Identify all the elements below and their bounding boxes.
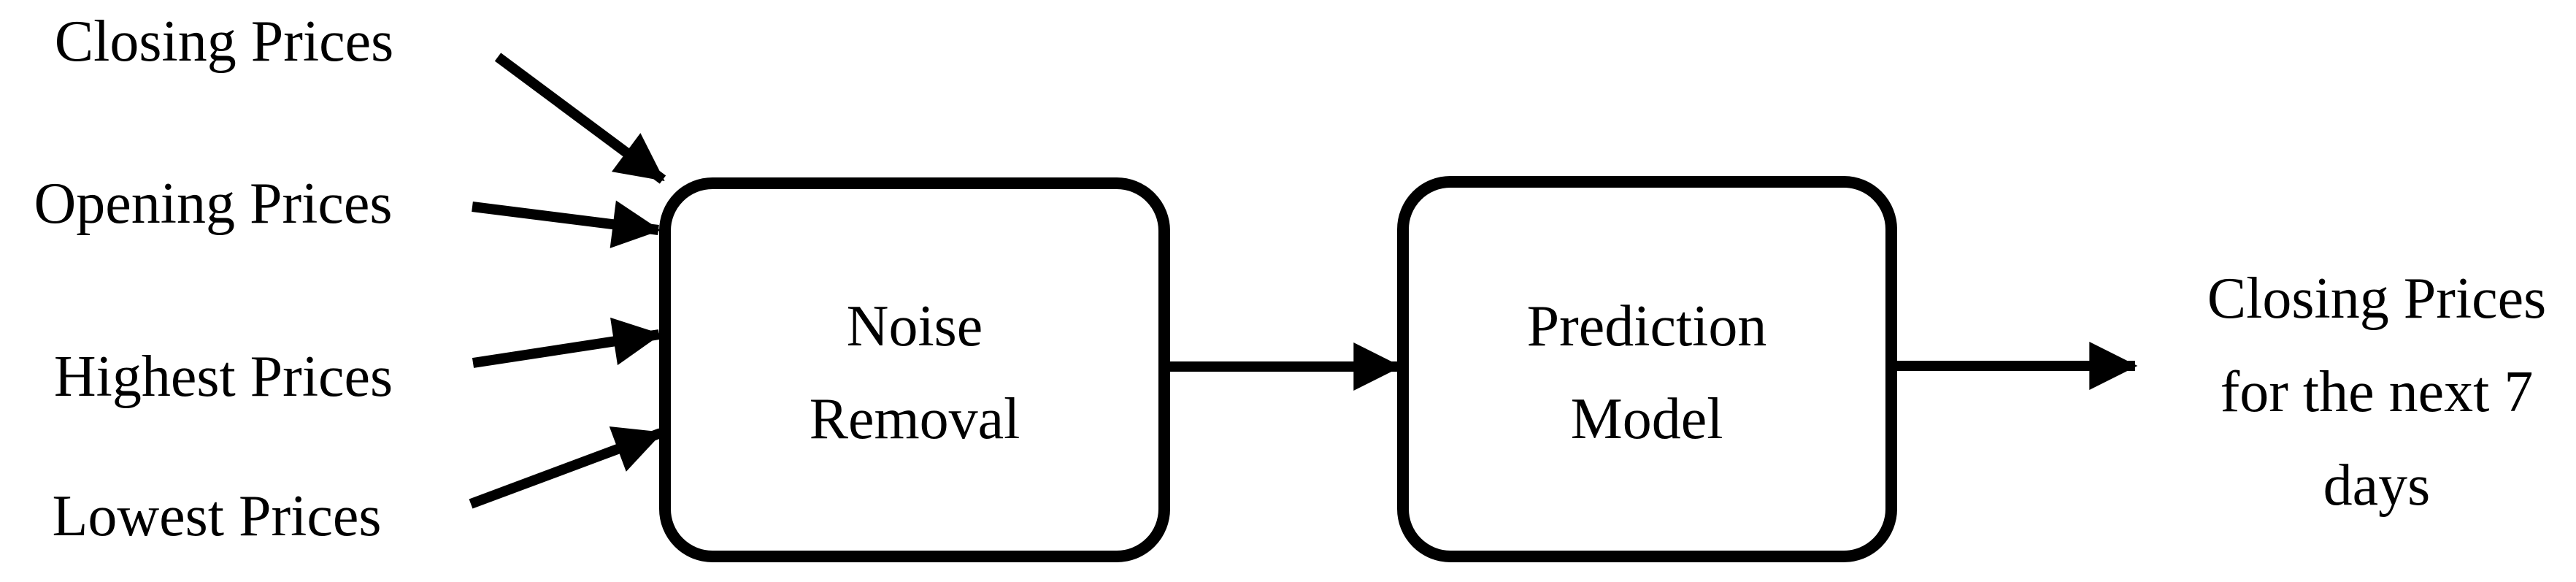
- input-label-lowest-prices: Lowest Prices: [52, 484, 381, 548]
- noise-removal-label-line2: Removal: [810, 387, 1020, 451]
- prediction-model-label-line2: Model: [1571, 387, 1723, 451]
- prediction-model-box: [1397, 176, 1897, 562]
- noise-removal-box: [659, 177, 1170, 562]
- output-label-line1: Closing Prices: [2207, 267, 2546, 331]
- input-label-opening-prices: Opening Prices: [34, 172, 392, 236]
- input-label-highest-prices: Highest Prices: [54, 345, 393, 409]
- output-label-line2: for the next 7: [2221, 360, 2534, 424]
- output-label-line3: days: [2323, 453, 2431, 518]
- prediction-model-label-line1: Prediction: [1527, 294, 1767, 359]
- noise-removal-label-line1: Noise: [847, 294, 983, 359]
- input-label-closing-prices: Closing Prices: [55, 9, 393, 74]
- arrow-closing-prices-input: [494, 53, 666, 184]
- arrow-highest-prices-input: [472, 317, 662, 368]
- arrow-lowest-prices-input: [469, 426, 664, 509]
- arrow-opening-prices-input: [472, 200, 661, 248]
